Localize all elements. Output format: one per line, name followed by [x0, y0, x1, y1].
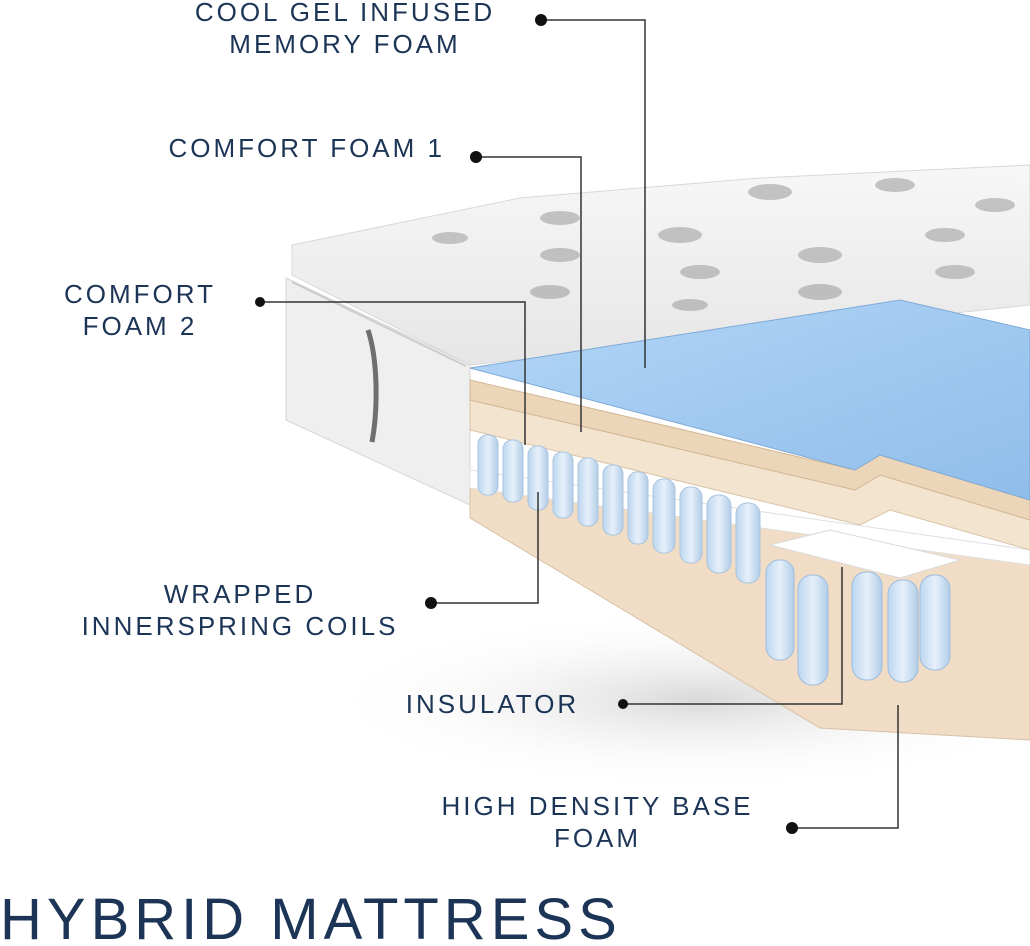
- label-line: INSULATOR: [405, 689, 580, 719]
- gel-memory-foam-layer: [469, 299, 1030, 501]
- label-line: COMFORT FOAM 1: [168, 133, 445, 163]
- page-title: HYBRID MATTRESS: [0, 887, 622, 946]
- label-line: INNERSPRING COILS: [81, 611, 399, 641]
- callout-dot-ins: [618, 699, 628, 709]
- callout-line-base: [792, 705, 899, 829]
- label-line: COMFORT: [64, 279, 216, 309]
- quilt-pattern: [432, 178, 1015, 311]
- label-line: HIGH DENSITY BASE: [441, 791, 754, 821]
- wrapped-coils: [477, 434, 951, 686]
- insulator-peek: [769, 529, 962, 579]
- callout-line-coils: [431, 492, 539, 604]
- callout-line-cf2: [260, 301, 526, 445]
- callout-dot-coils: [425, 597, 437, 609]
- label-comfort-foam-2: COMFORT FOAM 2: [40, 278, 240, 342]
- label-wrapped-innerspring-coils: WRAPPED INNERSPRING COILS: [60, 578, 420, 642]
- label-line: FOAM 2: [82, 311, 198, 341]
- callout-line-ins: [623, 567, 843, 705]
- callout-dot-base: [786, 822, 798, 834]
- label-cool-gel-memory-foam: COOL GEL INFUSED MEMORY FOAM: [150, 0, 540, 60]
- label-line: MEMORY FOAM: [229, 29, 461, 59]
- callout-line-cf1: [476, 156, 582, 432]
- callout-line-gel: [541, 19, 646, 368]
- label-high-density-base-foam: HIGH DENSITY BASE FOAM: [415, 790, 780, 854]
- callout-dots: [255, 14, 798, 834]
- label-line: FOAM: [553, 823, 642, 853]
- callout-dot-gel: [535, 14, 547, 26]
- callout-lines: [260, 19, 899, 829]
- callout-dot-cf2: [255, 297, 265, 307]
- callout-dot-cf1: [470, 151, 482, 163]
- label-insulator: INSULATOR: [380, 688, 605, 720]
- label-line: WRAPPED: [163, 579, 317, 609]
- label-line: COOL GEL INFUSED: [194, 0, 496, 27]
- label-comfort-foam-1: COMFORT FOAM 1: [130, 132, 445, 164]
- cover-handle: [365, 329, 379, 443]
